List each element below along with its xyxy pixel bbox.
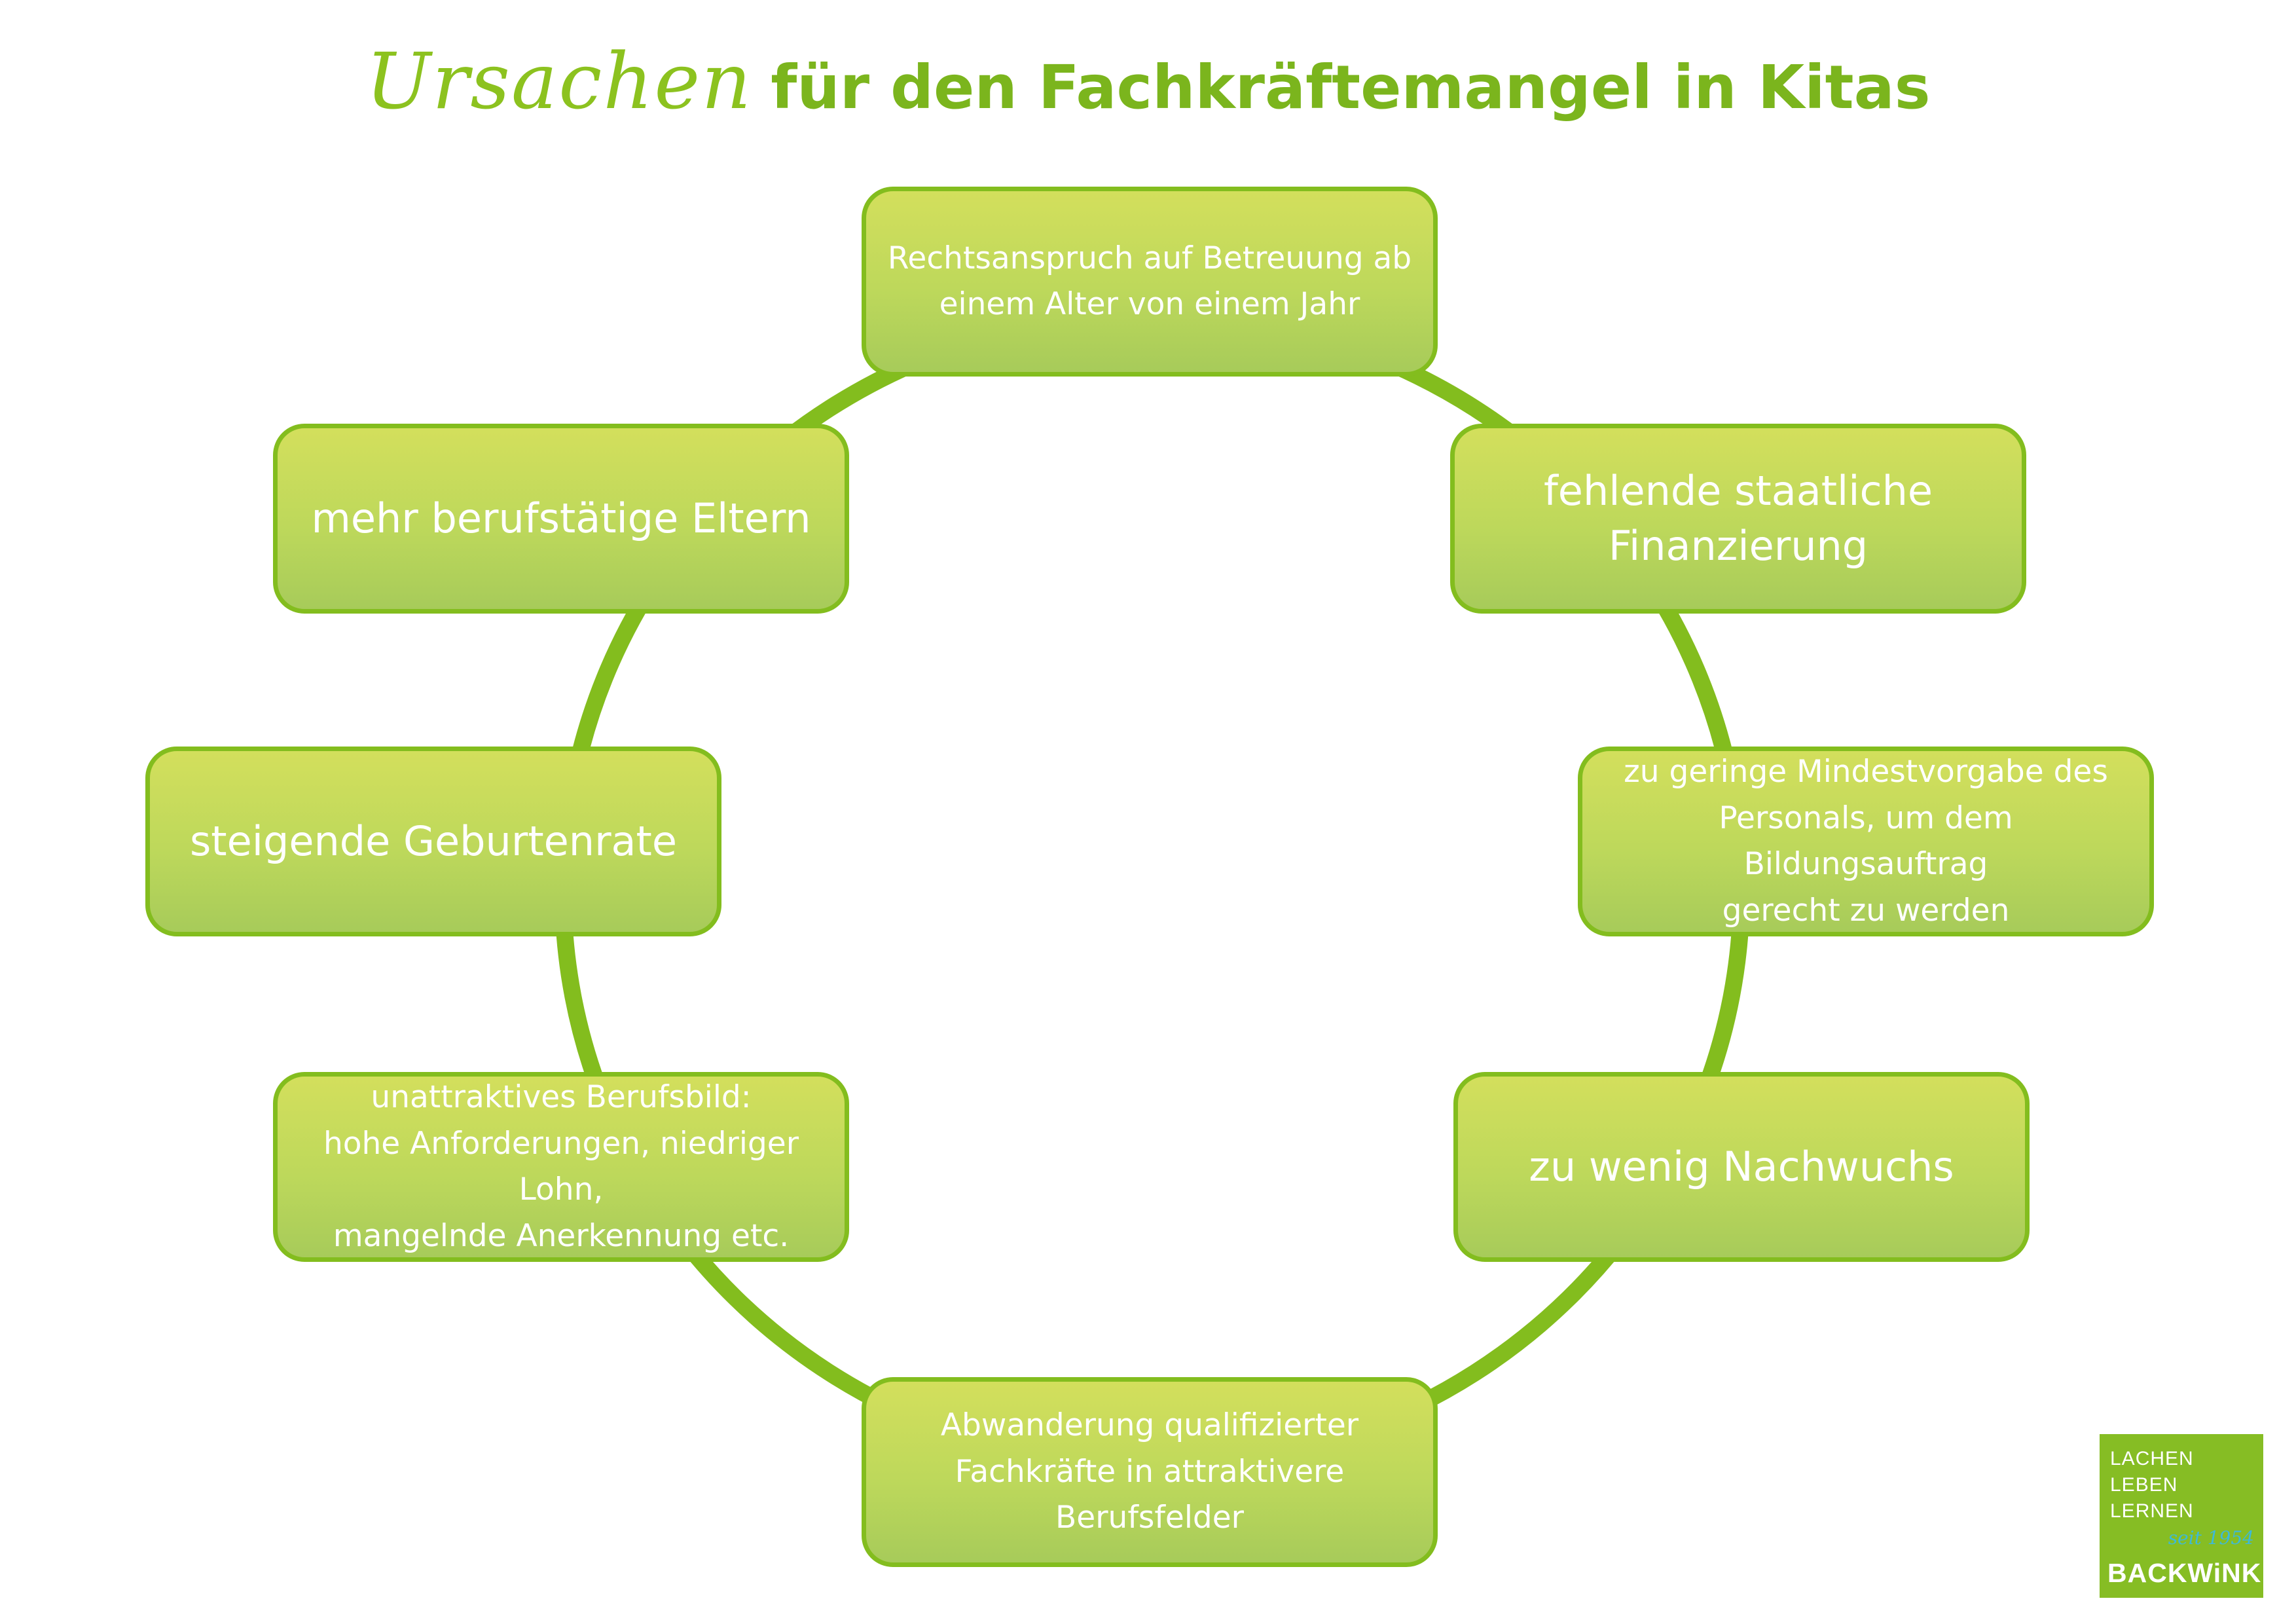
logo-brand: BACKWiNKEL [2107, 1558, 2296, 1588]
title-script-word: Ursachen [365, 36, 753, 126]
cause-box-migration: Abwanderung qualifizierter Fachkräfte in… [862, 1377, 1438, 1567]
backwinkel-logo: LACHEN LEBEN LERNEN seit 1954 BACKWiNKEL [2100, 1434, 2296, 1598]
cause-label-birth-rate: steigende Geburtenrate [190, 817, 677, 866]
cause-box-missing-funding: fehlende staatliche Finanzierung [1450, 424, 2026, 614]
logo-line-leben: LEBEN [2110, 1474, 2178, 1496]
diagram-title: Ursachen für den Fachkräftemangel in Kita… [0, 36, 2296, 147]
cause-label-staff-minimum: zu geringe Mindestvorgabe des Personals,… [1624, 754, 2108, 929]
cause-label-few-new-recruits: zu wenig Nachwuchs [1529, 1143, 1954, 1191]
cause-box-unattractive-job: unattraktives Berufsbild: hohe Anforderu… [273, 1072, 849, 1262]
cause-box-legal-claim: Rechtsanspruch auf Betreuung ab einem Al… [862, 187, 1438, 377]
logo-line-lachen: LACHEN [2110, 1448, 2194, 1469]
cause-label-legal-claim: Rechtsanspruch auf Betreuung ab einem Al… [887, 240, 1412, 323]
logo-line-lernen: LERNEN [2110, 1500, 2194, 1522]
cause-label-missing-funding: fehlende staatliche Finanzierung [1543, 467, 1933, 570]
cause-box-staff-minimum: zu geringe Mindestvorgabe des Personals,… [1578, 747, 2154, 936]
cause-box-few-new-recruits: zu wenig Nachwuchs [1453, 1072, 2030, 1262]
cause-box-working-parents: mehr berufstätige Eltern [273, 424, 849, 614]
cause-label-working-parents: mehr berufstätige Eltern [311, 494, 811, 543]
cause-label-unattractive-job: unattraktives Berufsbild: hohe Anforderu… [323, 1079, 799, 1254]
title-rest: für den Fachkräftemangel in Kitas [771, 52, 1931, 122]
cause-box-birth-rate: steigende Geburtenrate [145, 747, 721, 936]
logo-since: seit 1954 [2168, 1527, 2254, 1549]
cause-label-migration: Abwanderung qualifizierter Fachkräfte in… [940, 1407, 1359, 1536]
